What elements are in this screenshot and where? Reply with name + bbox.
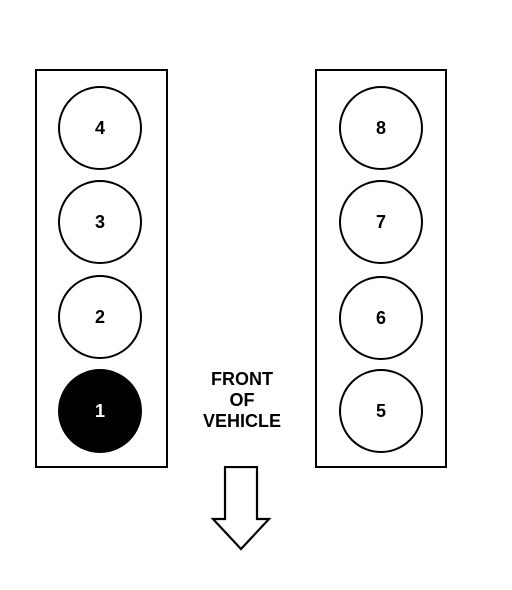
cylinder-6: 6 <box>339 276 423 360</box>
front-label-line-1: FRONT <box>211 369 273 389</box>
cylinder-8: 8 <box>339 86 423 170</box>
cylinder-number: 1 <box>94 400 105 421</box>
front-label-line-3: VEHICLE <box>202 411 281 431</box>
cylinder-number: 4 <box>94 117 105 138</box>
front-label-line-2: OF <box>229 390 255 410</box>
cylinder-number: 5 <box>375 400 386 421</box>
cylinder-number: 7 <box>375 211 386 232</box>
cylinder-2: 2 <box>58 275 142 359</box>
down-arrow-icon <box>210 466 272 551</box>
cylinder-number: 3 <box>94 211 105 232</box>
cylinder-5: 5 <box>339 369 423 453</box>
cylinder-number: 6 <box>375 307 386 328</box>
cylinder-number: 8 <box>375 117 386 138</box>
cylinder-7: 7 <box>339 180 423 264</box>
cylinder-3: 3 <box>58 180 142 264</box>
cylinder-1: 1 <box>58 369 142 453</box>
cylinder-4: 4 <box>58 86 142 170</box>
front-of-vehicle-label: FRONT OF VEHICLE <box>188 369 296 432</box>
cylinder-number: 2 <box>94 306 105 327</box>
